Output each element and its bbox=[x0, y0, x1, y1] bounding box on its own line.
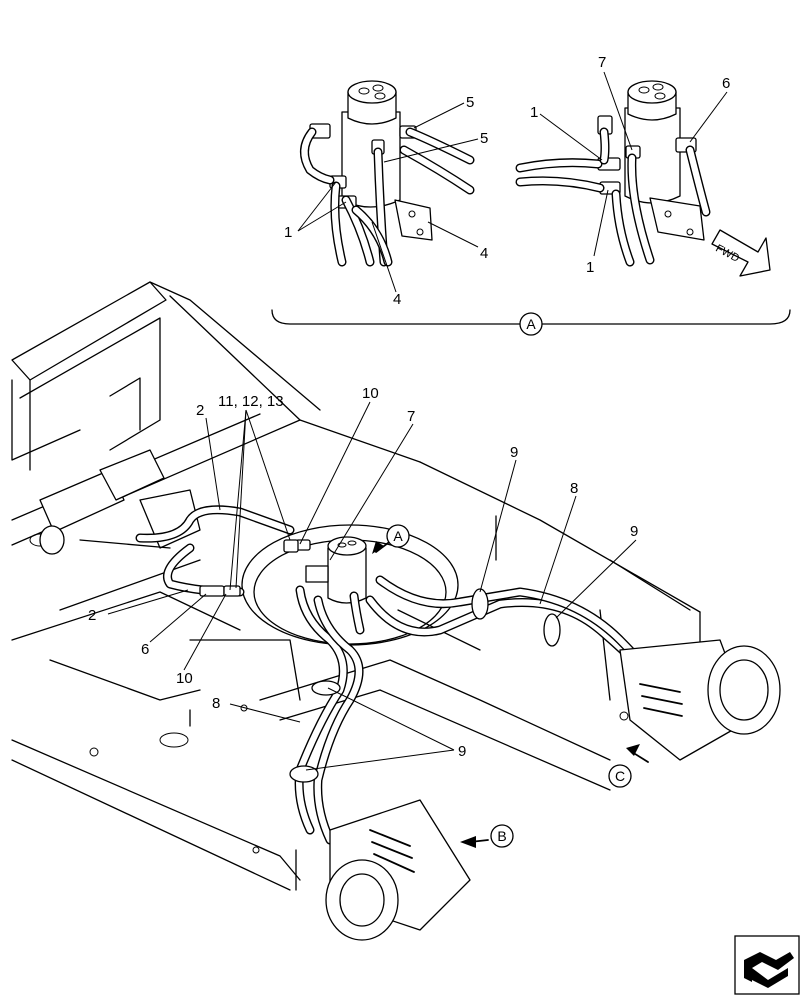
view-orientation-icon bbox=[734, 935, 800, 995]
callout-1-left: 1 bbox=[284, 224, 292, 241]
view-marker-c: C bbox=[615, 768, 625, 784]
callout-2-upper: 2 bbox=[196, 402, 204, 419]
callout-9-lower: 9 bbox=[458, 743, 466, 760]
view-marker-b: B bbox=[497, 828, 506, 844]
callout-6-detail: 6 bbox=[722, 75, 730, 92]
detail-a-bracket bbox=[271, 309, 791, 336]
main-frame-view bbox=[11, 281, 781, 941]
callout-4-right: 4 bbox=[480, 245, 488, 262]
callout-9-right: 9 bbox=[630, 523, 638, 540]
detail-a-marker: A bbox=[526, 316, 536, 332]
view-arrow-b-icon bbox=[460, 836, 489, 848]
callout-11-12-13: 11, 12, 13 bbox=[218, 393, 284, 410]
detail-a-callouts: 5 5 1 4 4 7 6 1 1 FWD A bbox=[284, 54, 741, 332]
callout-5-upper: 5 bbox=[466, 94, 474, 111]
main-view-callouts: 2 11, 12, 13 10 7 9 8 9 2 6 10 8 9 A B C bbox=[88, 385, 638, 844]
callout-8-right: 8 bbox=[570, 480, 578, 497]
callout-9-mid: 9 bbox=[510, 444, 518, 461]
callout-6-main: 6 bbox=[141, 641, 149, 658]
detail-a-right-view bbox=[515, 71, 771, 277]
callout-1-upper: 1 bbox=[530, 104, 538, 121]
view-marker-a: A bbox=[393, 528, 403, 544]
callout-2-lower: 2 bbox=[88, 607, 96, 624]
callout-7-detail: 7 bbox=[598, 54, 606, 71]
detail-a-left-view bbox=[297, 80, 479, 293]
callout-5-lower: 5 bbox=[480, 130, 488, 147]
callout-7-main: 7 bbox=[407, 408, 415, 425]
view-arrow-c-icon bbox=[626, 744, 649, 763]
left-track-motor bbox=[325, 799, 471, 941]
callout-10-upper: 10 bbox=[362, 385, 379, 402]
fwd-arrow-icon bbox=[711, 229, 771, 277]
callout-1-lower: 1 bbox=[586, 259, 594, 276]
callout-10-lower: 10 bbox=[176, 670, 193, 687]
right-track-motor bbox=[619, 639, 781, 761]
callout-8-left: 8 bbox=[212, 695, 220, 712]
callout-4-bottom: 4 bbox=[393, 291, 401, 308]
